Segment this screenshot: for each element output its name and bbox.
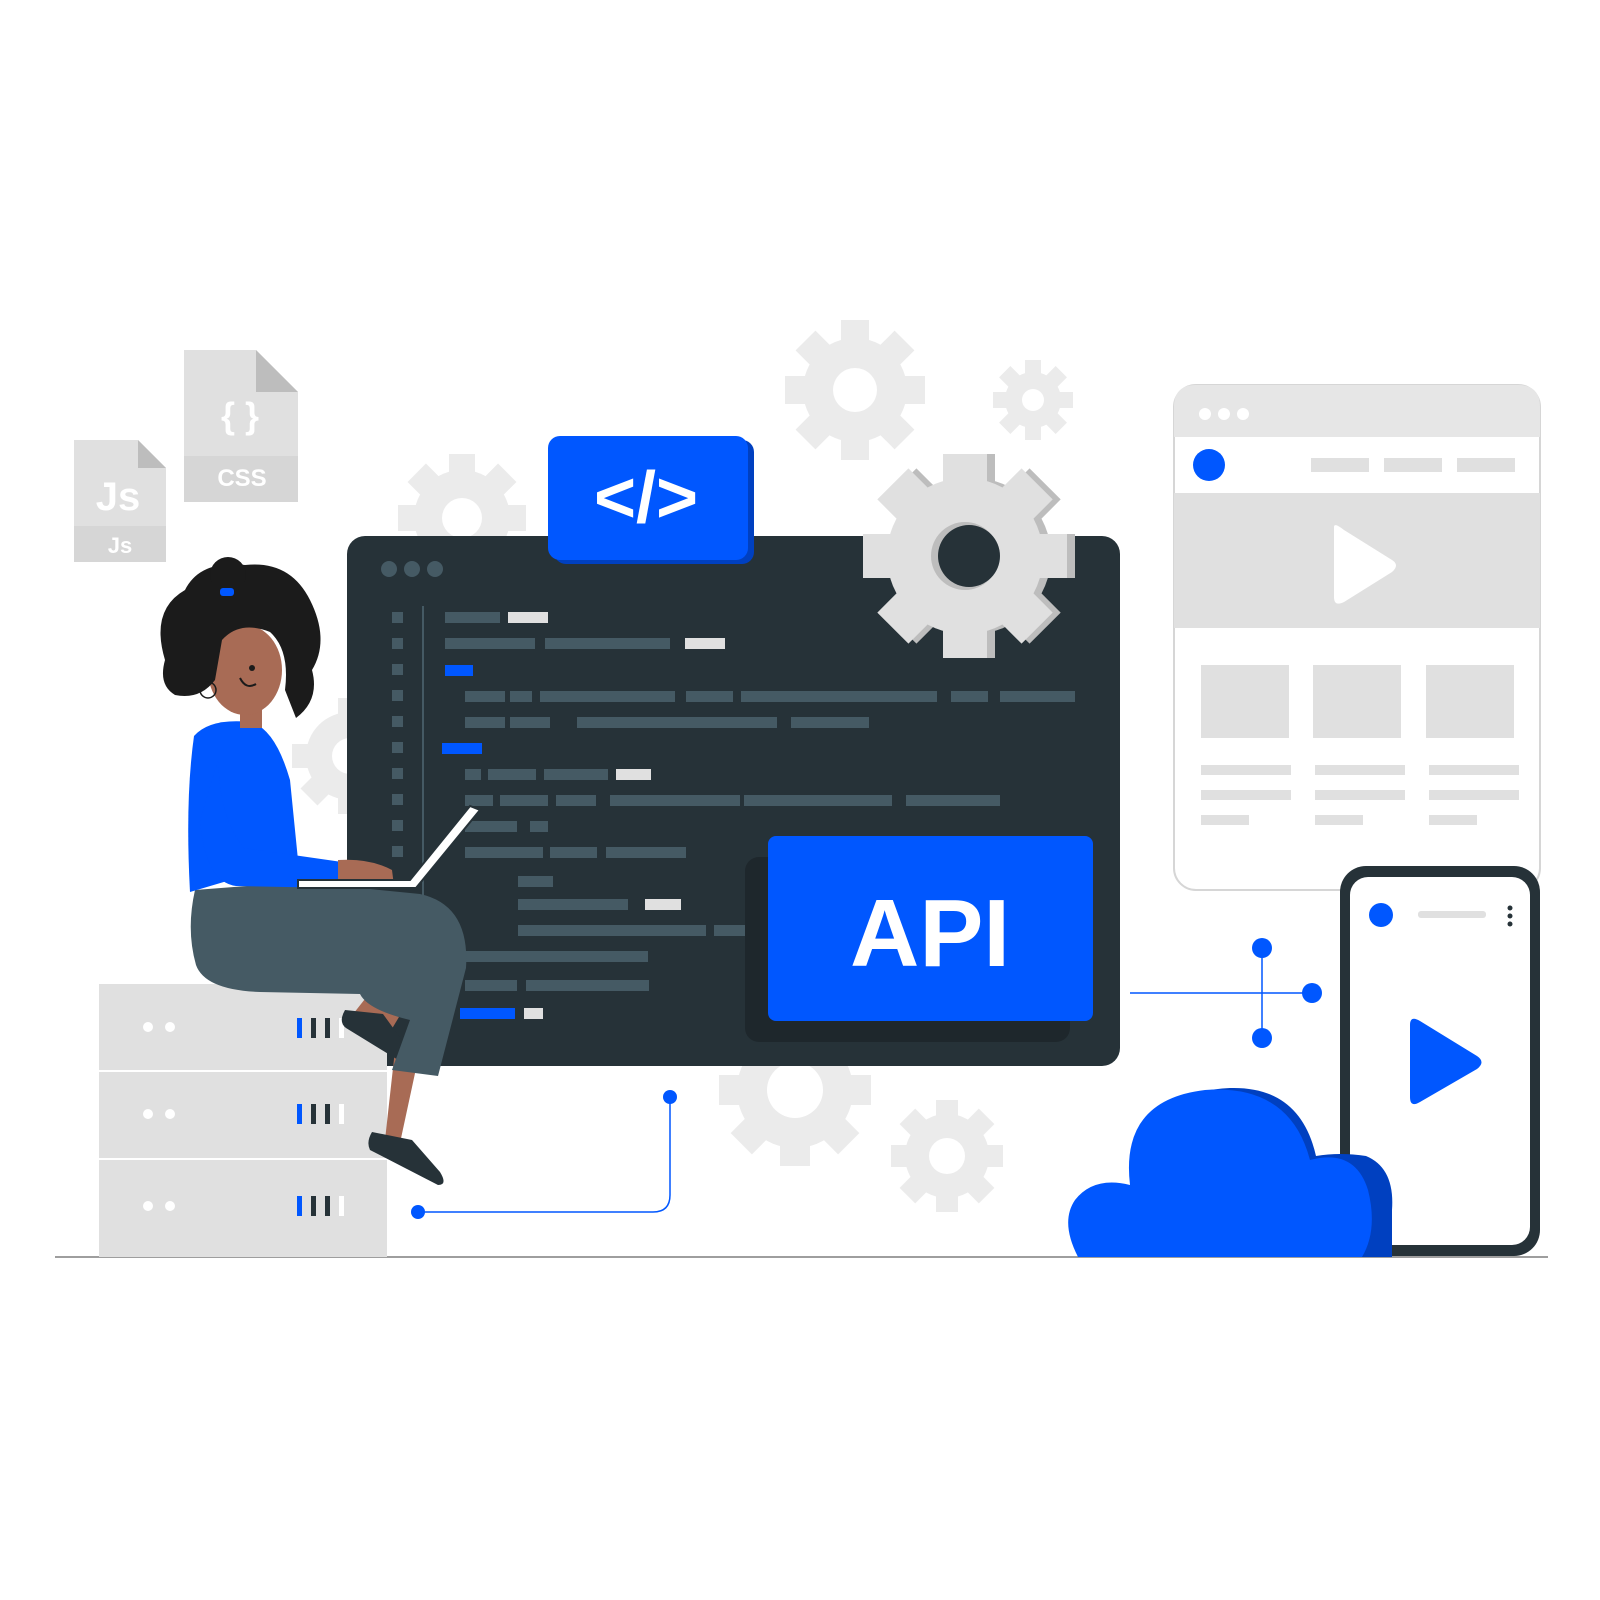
window-dot <box>404 561 420 577</box>
window-dot <box>381 561 397 577</box>
code-tag-badge: </> <box>548 436 754 564</box>
shoe <box>341 1010 415 1066</box>
smartphone <box>1340 866 1540 1256</box>
gear-icon <box>863 454 1075 658</box>
line-number-gutter <box>392 606 424 1026</box>
js-file-glyph: Js <box>96 475 141 519</box>
window-dot <box>1237 408 1249 420</box>
background-gear-bottom-right <box>891 1100 1003 1212</box>
connector-node <box>663 1090 677 1104</box>
js-file-label: Js <box>108 533 132 558</box>
play-icon <box>1410 1018 1482 1105</box>
css-file-label: CSS <box>217 465 266 492</box>
connector-lines <box>418 948 1310 1213</box>
browser-card <box>1313 665 1401 738</box>
server-stack <box>99 984 387 1257</box>
hair <box>160 557 321 718</box>
api-label: API <box>850 880 1010 987</box>
kebab-menu-icon <box>1507 905 1513 927</box>
window-dot <box>1218 408 1230 420</box>
css-file-icon: { } CSS <box>184 350 298 502</box>
connector-node <box>411 1205 425 1219</box>
browser-nav-item <box>1457 458 1515 472</box>
window-dot <box>1199 408 1211 420</box>
browser-window <box>1173 384 1541 891</box>
browser-nav-item <box>1311 458 1369 472</box>
api-badge: API <box>745 836 1093 1042</box>
css-file-glyph: { } <box>221 395 259 436</box>
code-brackets-icon: </> <box>594 458 698 538</box>
browser-nav-item <box>1384 458 1442 472</box>
pants <box>190 882 467 1076</box>
play-icon <box>1334 525 1396 604</box>
background-gear-small-top <box>993 360 1073 440</box>
person-with-laptop <box>160 557 482 1185</box>
connector-node <box>1252 938 1272 958</box>
phone-logo-dot <box>1369 903 1393 927</box>
cloud-icon <box>1068 1087 1393 1257</box>
laptop <box>297 804 482 889</box>
background-gear-top <box>785 320 925 460</box>
connector-node <box>1252 1028 1272 1048</box>
face <box>208 625 282 715</box>
browser-logo-dot <box>1193 449 1225 481</box>
browser-card <box>1201 665 1289 738</box>
window-dot <box>427 561 443 577</box>
connector-node <box>1302 983 1322 1003</box>
code-lines <box>442 612 1075 1019</box>
browser-card <box>1426 665 1514 738</box>
js-file-icon: Js Js <box>74 440 166 562</box>
shoe <box>368 1132 444 1185</box>
